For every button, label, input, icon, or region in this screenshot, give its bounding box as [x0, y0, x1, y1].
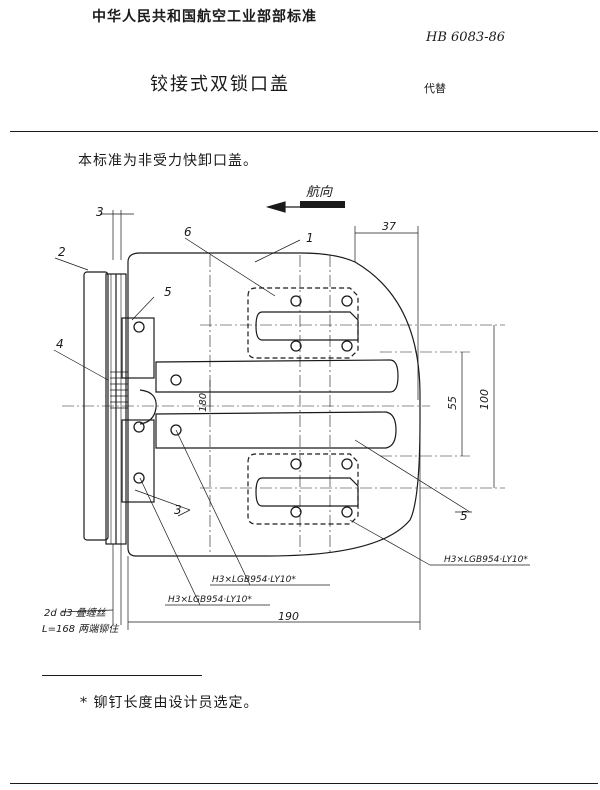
rivet-spec-right: H3×LGB954·LY10*: [444, 555, 528, 565]
rivet-spec-middle: H3×LGB954·LY10*: [212, 575, 296, 585]
footer-rule: [10, 783, 598, 784]
callout-3-bottom: 3: [174, 503, 182, 517]
callout-5-right: 5: [460, 509, 468, 523]
dim-180: 180: [198, 393, 209, 412]
footnote: * 铆钉长度由设计员选定。: [80, 695, 259, 711]
header-rule: [10, 131, 598, 132]
dim-190: 190: [278, 610, 299, 623]
dimension-lines: [100, 210, 495, 630]
latch-slot-upper: [255, 311, 359, 341]
hinge-loop: [139, 389, 157, 425]
callout-5-left: 5: [164, 285, 172, 299]
standard-organization: 中华人民共和国航空工业部部标准: [92, 9, 317, 25]
rivet-spec-lower: H3×LGB954·LY10*: [168, 595, 252, 605]
latch-plate-upper: [247, 287, 359, 359]
hinge-plate-upper: [121, 317, 155, 379]
direction-label: 航向: [306, 184, 333, 200]
scope-statement: 本标准为非受力快卸口盖。: [78, 153, 258, 169]
center-lines: [62, 255, 505, 555]
document-title: 铰接式双锁口盖: [150, 74, 290, 95]
standard-code: HB 6083-86: [426, 30, 506, 45]
dim-37: 37: [382, 220, 396, 233]
lock-bar-lower: [155, 411, 397, 449]
cover-outline: [127, 252, 421, 557]
callout-6: 6: [184, 225, 192, 239]
callout-3-top: 3: [96, 205, 104, 219]
replaces-label: 代替: [424, 82, 446, 95]
latch-slot-lower: [255, 477, 359, 507]
callout-2: 2: [58, 245, 66, 259]
hinge-plate-lower: [121, 419, 155, 503]
direction-arrow: [265, 201, 345, 213]
wire-spec-line2: L=168 两端铆住: [42, 623, 120, 635]
dim-100: 100: [478, 389, 491, 410]
rivet-holes: [133, 295, 353, 518]
wire-spec-line1: 2d d3 叠缠丝: [44, 607, 107, 619]
leader-lines: [53, 237, 530, 613]
callout-1: 1: [306, 231, 314, 245]
latch-plate-lower: [247, 453, 359, 525]
dim-55: 55: [446, 396, 459, 410]
footnote-rule: [42, 675, 202, 676]
callout-4: 4: [56, 337, 64, 351]
spring-coil: [110, 371, 128, 409]
lock-bar-upper: [155, 359, 399, 393]
